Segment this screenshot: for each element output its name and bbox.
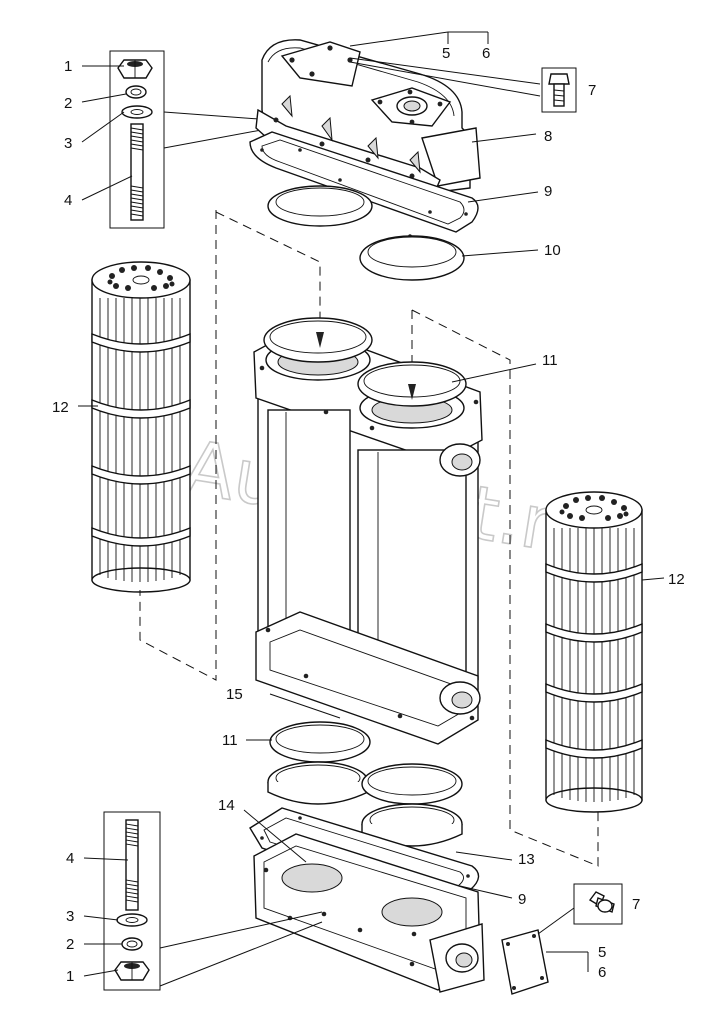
top-cover <box>255 39 481 195</box>
callout-8: 8 <box>544 128 552 145</box>
callout-14: 14 <box>218 797 235 814</box>
nut-top <box>117 59 153 79</box>
callout-2-bottom: 2 <box>66 936 74 953</box>
spring-washer-top <box>125 85 147 99</box>
cover-plate-bottom <box>501 907 575 995</box>
callout-12-right: 12 <box>668 571 685 588</box>
callout-12-left: 12 <box>52 399 69 416</box>
top-sealing-rings <box>267 185 465 281</box>
spring-washer-bottom <box>121 937 143 951</box>
top-hardware-group <box>109 50 273 229</box>
callout-3-top: 3 <box>64 135 72 152</box>
top-o-rings-11 <box>263 317 467 407</box>
callout-numbers: 1 2 3 4 5 6 7 8 9 10 11 12 12 15 11 14 1… <box>52 45 685 985</box>
callout-2-top: 2 <box>64 95 72 112</box>
callout-4-top: 4 <box>64 192 72 209</box>
callout-3-bottom: 3 <box>66 908 74 925</box>
bolt-bottom-frame <box>573 883 623 925</box>
callout-15: 15 <box>226 686 243 703</box>
callout-9-bottom: 9 <box>518 891 526 908</box>
flat-washer-bottom <box>116 913 148 927</box>
callout-4-bottom: 4 <box>66 850 74 867</box>
stud-bottom <box>125 819 139 911</box>
assembly-guide-lines <box>139 210 599 867</box>
callout-1-bottom: 1 <box>66 968 74 985</box>
stud-top <box>130 123 144 221</box>
bottom-hardware-frame <box>103 811 161 991</box>
callout-5-top: 5 <box>442 45 450 62</box>
bottom-base <box>253 833 485 993</box>
filter-right-holes <box>559 495 629 521</box>
leader-lines <box>78 31 665 977</box>
top-hardware-frame <box>109 50 165 229</box>
callout-10: 10 <box>544 242 561 259</box>
callout-6-top: 6 <box>482 45 490 62</box>
callout-11-left: 11 <box>222 732 238 749</box>
nut-bottom <box>114 961 150 981</box>
filter-element-left <box>91 261 191 593</box>
bottom-o-rings-11-13 <box>267 721 463 847</box>
callout-6-bottom: 6 <box>598 964 606 981</box>
callout-7-top: 7 <box>588 82 596 99</box>
callout-11-right: 11 <box>542 352 558 369</box>
callout-5-bottom: 5 <box>598 944 606 961</box>
callout-9-top: 9 <box>544 183 552 200</box>
callout-13: 13 <box>518 851 535 868</box>
flat-washer-top <box>121 105 153 119</box>
callout-7-bottom: 7 <box>632 896 640 913</box>
top-gasket <box>249 131 479 238</box>
bolt-top-group <box>541 67 577 113</box>
filter-element-right <box>545 491 643 813</box>
callout-1-top: 1 <box>64 58 72 75</box>
bolt-top-frame <box>541 67 577 113</box>
filter-left-holes <box>107 265 175 291</box>
bottom-hardware-group <box>103 811 323 991</box>
bolt-bottom-group <box>573 883 623 925</box>
